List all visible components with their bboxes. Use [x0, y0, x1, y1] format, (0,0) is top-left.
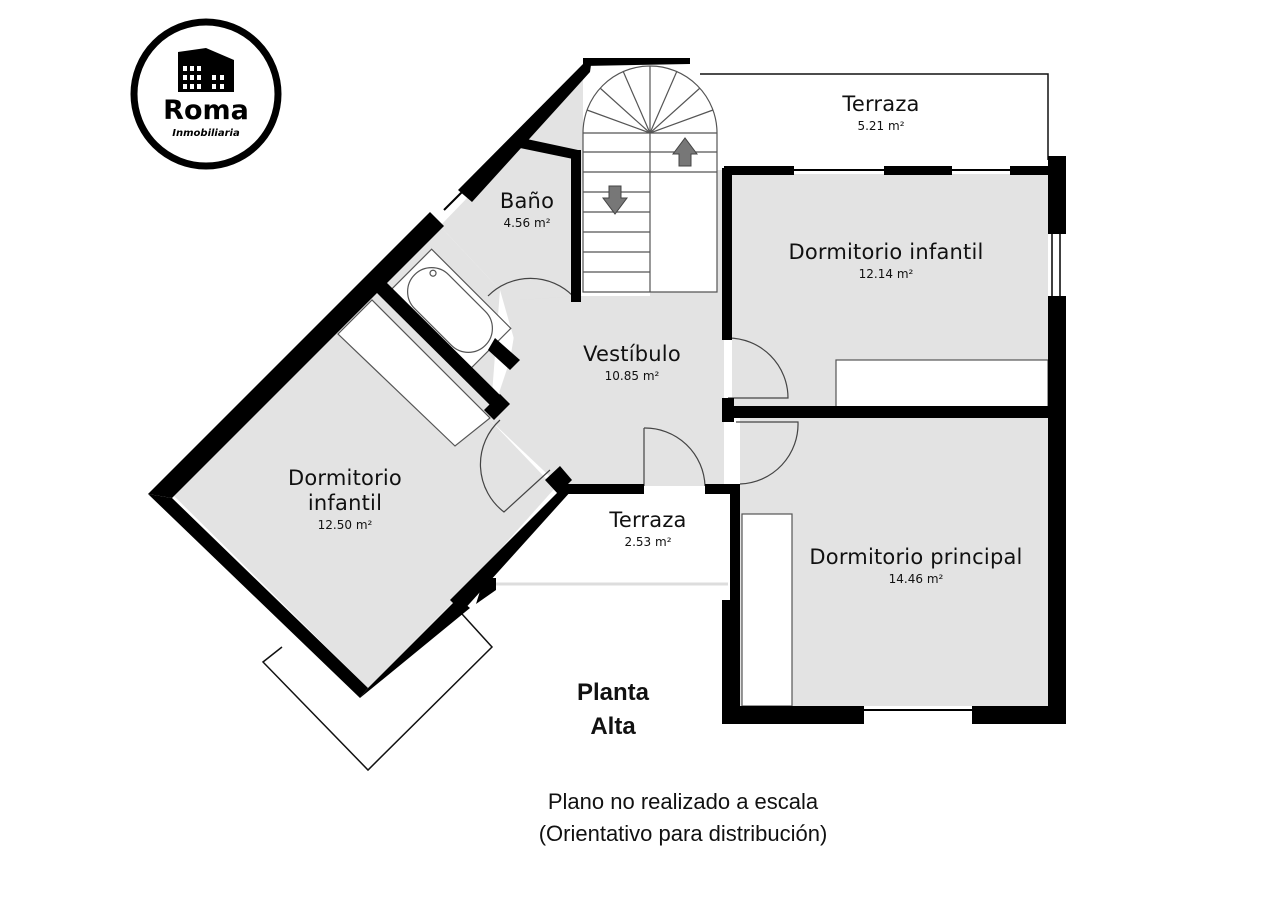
room-area: 4.56 m²	[503, 216, 551, 230]
scale-note-line1: Plano no realizado a escala	[547, 789, 819, 814]
terraces	[261, 73, 1049, 772]
room-name: Dormitorio principal	[809, 545, 1023, 569]
door-w-bedroom	[479, 419, 551, 513]
arrow-down-icon	[602, 185, 628, 215]
plan-title: Planta Alta	[577, 676, 649, 744]
plan-title-line1: Planta	[576, 679, 650, 706]
room-name: Terraza	[842, 92, 920, 116]
room-label-bano: Baño 4.56 m²	[500, 189, 554, 232]
room-area: 14.46 m²	[888, 572, 944, 586]
colosseum-icon	[178, 48, 234, 92]
room-area: 12.14 m²	[858, 267, 914, 281]
door-terraza-mid	[643, 427, 706, 487]
logo-name: Roma	[163, 95, 249, 126]
plan-title-line2: Alta	[590, 713, 636, 740]
walls	[148, 58, 1066, 724]
room-label-terraza-top: Terraza 5.21 m²	[842, 92, 919, 135]
logo-ring	[130, 18, 282, 170]
arrow-up-icon	[672, 137, 698, 167]
logo-subtitle: Inmobiliaria	[172, 128, 240, 139]
room-area: 2.53 m²	[624, 535, 672, 549]
room-label-terraza-mid: Terraza 2.53 m²	[609, 508, 686, 551]
terraza-top-outline	[700, 73, 1049, 160]
room-name-line1: Dormitorio	[288, 466, 402, 490]
room-label-dormitorio-infantil-ne: Dormitorio infantil 12.14 m²	[788, 240, 983, 283]
doors	[479, 277, 799, 513]
room-area: 10.85 m²	[604, 369, 660, 383]
room-label-vestibulo: Vestíbulo 10.85 m²	[583, 342, 681, 385]
spiral-staircase[interactable]	[582, 65, 718, 293]
wardrobe-w	[337, 299, 491, 447]
scale-note: Plano no realizado a escala (Orientativo…	[539, 786, 828, 850]
company-logo	[128, 16, 284, 172]
door-bano	[487, 277, 574, 297]
balcony-outline	[261, 613, 494, 772]
wardrobe-master	[741, 513, 793, 707]
room-area: 5.21 m²	[857, 119, 905, 133]
room-name-line2: infantil	[307, 491, 383, 515]
room-name: Dormitorio infantil	[788, 240, 984, 264]
room-name: Terraza	[609, 508, 687, 532]
scale-note-line2: (Orientativo para distribución)	[538, 821, 828, 846]
door-ne-bedroom	[727, 337, 789, 399]
room-label-dormitorio-infantil-w: Dormitorio infantil 12.50 m²	[288, 466, 402, 534]
door-master	[736, 421, 799, 485]
room-name: Vestíbulo	[583, 342, 681, 366]
room-name: Baño	[499, 189, 555, 213]
wardrobe-ne	[835, 359, 1049, 411]
room-label-dormitorio-principal: Dormitorio principal 14.46 m²	[809, 545, 1022, 588]
room-area: 12.50 m²	[317, 518, 373, 532]
